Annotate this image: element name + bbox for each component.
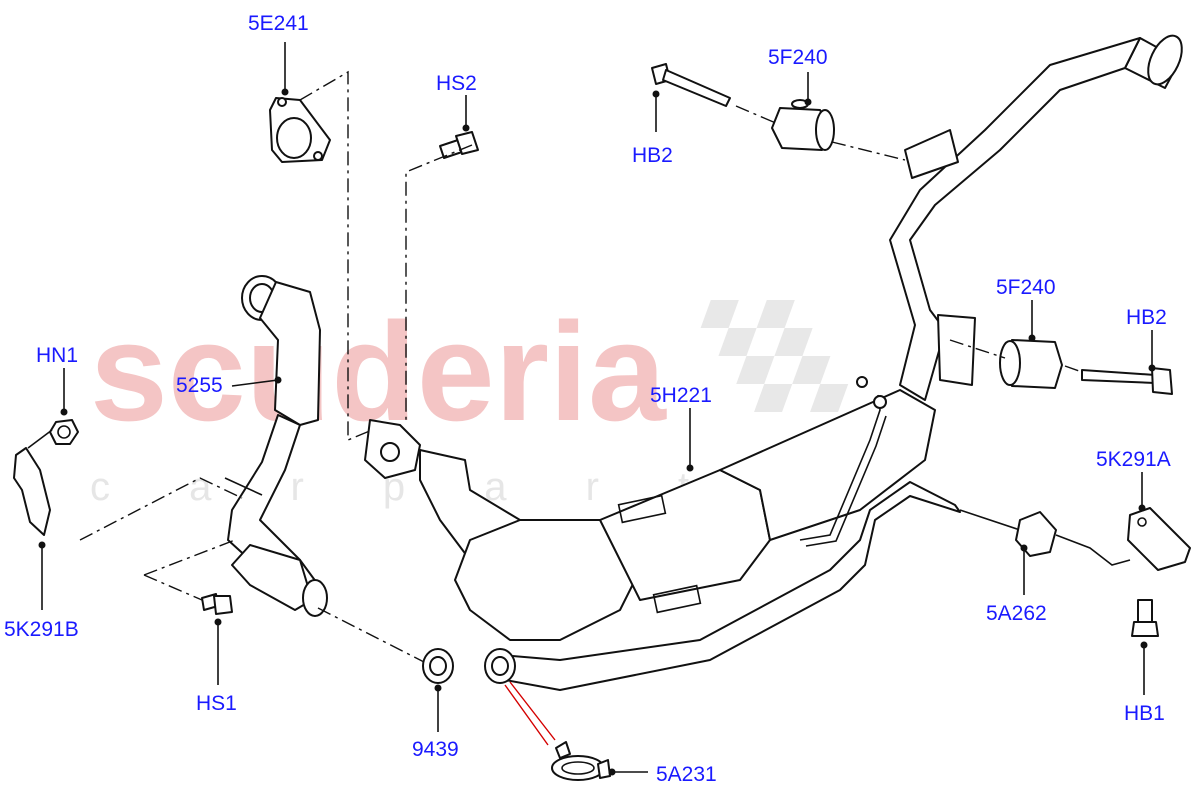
rubber-mount-5F240-top (771, 99, 835, 151)
bracket-5K291A (1127, 507, 1191, 571)
checkered-flag-watermark (700, 300, 849, 412)
label-5A262: 5A262 (986, 602, 1047, 625)
label-hb2-top: HB2 (632, 144, 673, 167)
clamp-5A231 (551, 741, 611, 781)
label-hb2-right: HB2 (1126, 306, 1167, 329)
label-hs2: HS2 (436, 72, 477, 95)
label-5K291A: 5K291A (1096, 448, 1171, 471)
label-9439: 9439 (412, 738, 459, 761)
stud-hs1 (201, 593, 233, 615)
gasket-9439 (422, 648, 516, 684)
label-5F240-top: 5F240 (768, 46, 828, 69)
label-5255: 5255 (176, 374, 223, 397)
bolt-hb1 (1131, 599, 1159, 637)
gasket-5E241 (269, 97, 331, 163)
label-5K291B: 5K291B (4, 618, 79, 641)
label-hb1: HB1 (1124, 702, 1165, 725)
label-5H221: 5H221 (650, 384, 712, 407)
alignment-lines (79, 70, 1083, 663)
nut-hn1 (49, 419, 79, 445)
downpipe-5255 (224, 275, 328, 617)
stud-hs2 (439, 131, 479, 159)
bolt-hb2-top (651, 63, 731, 107)
label-5A231: 5A231 (656, 763, 717, 786)
bolt-hb2-right (1081, 367, 1173, 395)
bracket-5K291B (13, 447, 51, 536)
highlight-leader (504, 681, 556, 746)
part-labels: 5E241 HS2 5F240 HB2 5F240 HB2 HN1 5255 5… (4, 12, 1171, 786)
catalyst-5H221 (364, 389, 936, 641)
leader-lines (27, 42, 1156, 776)
sensor-5A262 (959, 509, 1131, 566)
tail-pipe (889, 34, 1183, 401)
label-hs1: HS1 (196, 692, 237, 715)
sensor-line (799, 376, 887, 547)
label-hn1: HN1 (36, 344, 78, 367)
rubber-mount-5F240-right (999, 339, 1063, 389)
rear-pipe (499, 481, 961, 691)
label-5E241: 5E241 (248, 12, 309, 35)
label-5F240-right: 5F240 (996, 276, 1056, 299)
